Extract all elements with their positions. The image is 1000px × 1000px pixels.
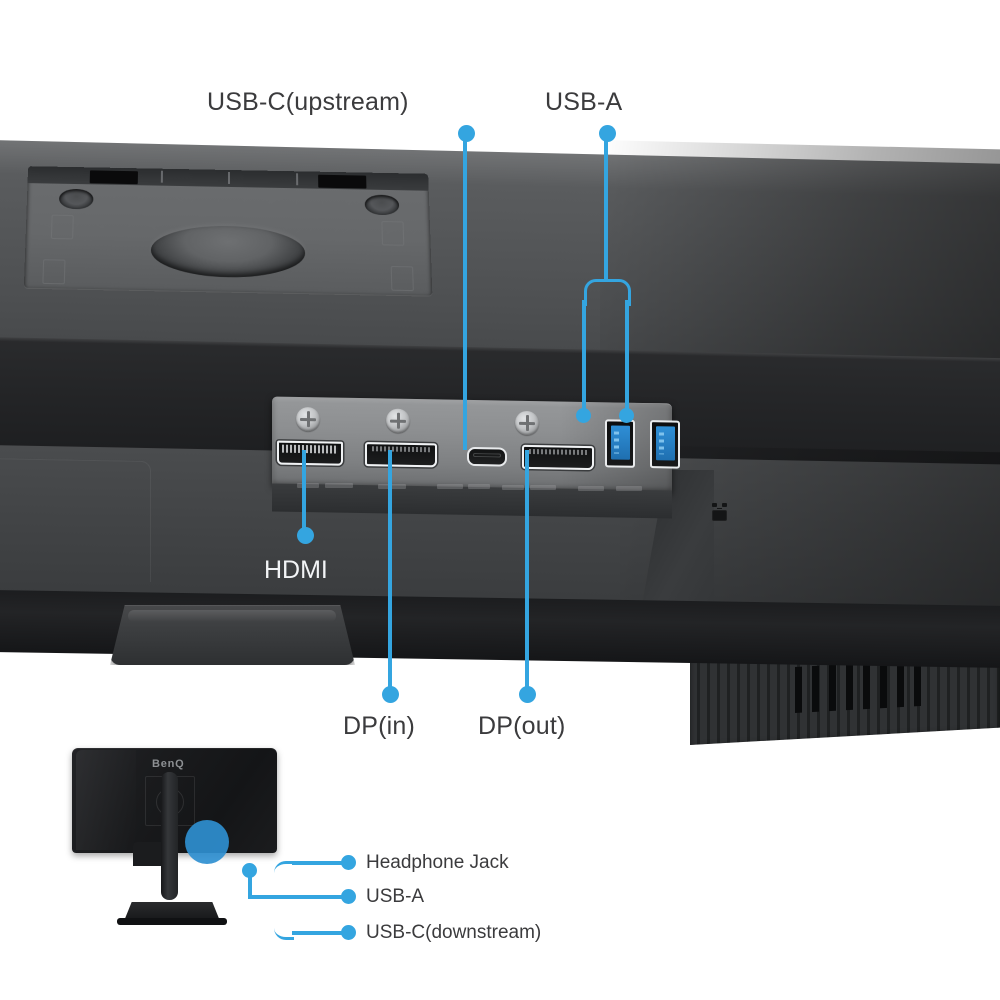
vesa-screw-hole <box>58 188 94 210</box>
callout-label-usb-c-upstream: USB-C(upstream) <box>207 88 409 116</box>
callout-dot-dp-in[interactable] <box>382 686 399 703</box>
usb-a-insert <box>655 426 675 461</box>
callout-dot-dp-out[interactable] <box>519 686 536 703</box>
inset-monitor-sheen <box>76 750 136 850</box>
callout-branch-usb-c <box>292 931 348 935</box>
vesa-screw-hole <box>364 194 400 216</box>
vesa-mount-recess <box>23 166 433 296</box>
callout-dot-usb-a-port-2[interactable] <box>619 408 634 423</box>
dp-in-port[interactable] <box>365 442 437 468</box>
stand-mount-boss <box>150 224 306 279</box>
silk-label <box>297 483 319 488</box>
usb-a-port-1[interactable] <box>605 419 635 468</box>
callout-leg-usb-a-2 <box>625 300 629 415</box>
vesa-tick <box>228 171 231 184</box>
vesa-bracket-mark <box>381 220 405 246</box>
callout-label-headphone-jack: Headphone Jack <box>366 852 509 873</box>
inset-stand-column <box>161 772 178 900</box>
vesa-bracket-mark <box>42 259 66 285</box>
callout-dot-usb-a-port-1[interactable] <box>576 408 591 423</box>
inset-highlight-circle <box>185 820 229 864</box>
silk-label <box>378 484 406 489</box>
callout-leg-usb-a-1 <box>582 300 586 415</box>
callout-line-dp-out <box>525 450 529 693</box>
callout-line-inset-origin-h <box>248 895 294 899</box>
dp-out-port[interactable] <box>522 444 594 471</box>
benq-logo: BenQ <box>152 758 185 770</box>
stand-neck-cover <box>110 605 355 665</box>
callout-dot-inset-origin[interactable] <box>242 863 257 878</box>
callout-label-dp-in: DP(in) <box>343 712 416 740</box>
callout-line-dp-in <box>388 450 392 693</box>
callout-dot-usb-c-downstream[interactable] <box>341 925 356 940</box>
callout-bracket-inset <box>274 861 294 940</box>
usb-c-upstream-port[interactable] <box>467 446 507 467</box>
silk-label <box>325 483 353 488</box>
dp-pins <box>529 448 587 456</box>
usb-a-insert <box>610 425 630 460</box>
callout-dot-headphone-jack[interactable] <box>341 855 356 870</box>
kensington-lock-icon <box>712 503 727 521</box>
usb-a-port-2[interactable] <box>650 420 680 469</box>
callout-label-hdmi: HDMI <box>264 556 328 584</box>
callout-line-usb-c-upstream <box>463 133 467 450</box>
vesa-tick <box>160 170 163 183</box>
vesa-bracket-mark <box>390 265 414 292</box>
vesa-tick <box>296 173 299 186</box>
inset-stand-foot <box>117 918 227 925</box>
callout-line-hdmi <box>302 450 306 534</box>
hdmi-port[interactable] <box>277 440 343 466</box>
silk-label <box>578 486 604 491</box>
stand-neck-highlight <box>128 610 336 622</box>
silk-label <box>530 485 556 490</box>
io-port-panel <box>272 396 680 495</box>
silk-label <box>437 484 463 489</box>
dp-pins <box>372 446 430 453</box>
callout-label-dp-out: DP(out) <box>478 712 566 740</box>
silk-label <box>616 486 642 491</box>
callout-dot-usb-a-side[interactable] <box>341 889 356 904</box>
callout-branch-headphone <box>292 861 348 865</box>
vesa-slot <box>318 174 367 189</box>
callout-label-usb-a-side: USB-A <box>366 886 425 907</box>
hdmi-pins <box>282 444 338 454</box>
callout-label-usb-a: USB-A <box>545 88 623 116</box>
vesa-slot <box>89 170 138 185</box>
callout-line-inset-origin-v <box>248 871 252 898</box>
monitor-rear-illustration <box>0 140 1000 745</box>
panel-screw <box>386 408 410 433</box>
callout-label-usb-c-downstream: USB-C(downstream) <box>366 922 542 943</box>
callout-line-usb-a <box>604 133 608 281</box>
panel-screw <box>515 410 539 436</box>
callout-bracket-usb-a <box>584 279 631 306</box>
callout-dot-hdmi[interactable] <box>297 527 314 544</box>
usb-c-tongue <box>473 453 501 457</box>
silk-label <box>468 484 490 489</box>
lower-panel-seam <box>0 458 151 583</box>
silk-label <box>502 485 524 490</box>
callout-branch-usb-a <box>292 895 348 899</box>
panel-screw <box>296 406 320 432</box>
vesa-bracket-mark <box>50 214 74 240</box>
ventilation-holes <box>795 659 925 713</box>
monitor-inset-illustration: BenQ <box>60 742 310 942</box>
inset-stand-base <box>124 902 220 921</box>
